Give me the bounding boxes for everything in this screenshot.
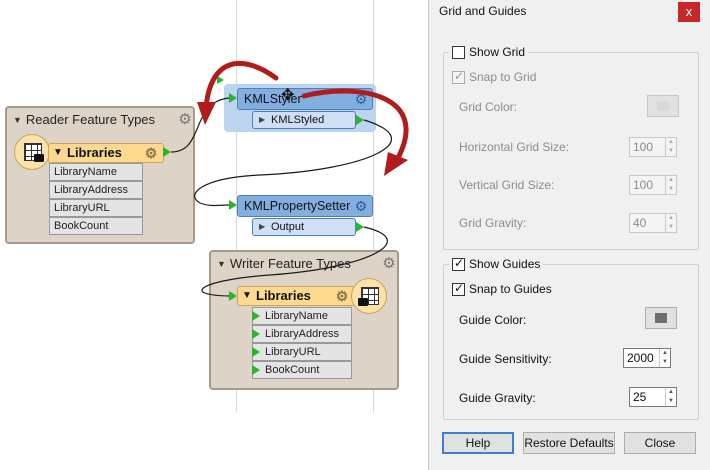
guide-gravity-label: Guide Gravity: [459, 391, 536, 405]
collapse-triangle-icon[interactable]: ▼ [13, 115, 22, 125]
table-icon [351, 278, 387, 314]
writer-feature-type-header[interactable]: ▼Libraries ⚙ [237, 286, 355, 306]
kmlstyler-input-port[interactable] [229, 93, 237, 103]
checkbox-box[interactable] [452, 256, 465, 271]
reader-attribute[interactable]: LibraryName [49, 163, 143, 181]
attribute-port-icon[interactable] [252, 329, 260, 339]
spinner-arrows-icon[interactable]: ▲▼ [665, 388, 676, 406]
move-cursor-icon: ✥ [281, 87, 295, 104]
guide-sensitivity-spinner[interactable]: 2000▲▼ [623, 348, 671, 368]
reader-attribute[interactable]: LibraryAddress [49, 181, 143, 199]
writer-arrow-icon [358, 298, 368, 306]
writer-attribute[interactable]: BookCount [252, 361, 352, 379]
reader-attribute[interactable]: BookCount [49, 217, 143, 235]
expand-triangle-icon[interactable]: ▶ [259, 222, 266, 231]
output-connector[interactable] [356, 222, 364, 232]
kmlpropertysetter-transformer[interactable]: KMLPropertySetter ⚙ [237, 195, 373, 217]
gear-icon[interactable]: ⚙ [354, 198, 368, 214]
close-button[interactable]: Close [624, 432, 696, 454]
attribute-port-icon[interactable] [252, 347, 260, 357]
checkbox-box[interactable] [452, 281, 465, 296]
kmlstyled-output-connector[interactable] [356, 115, 364, 125]
dialog-title: Grid and Guides [439, 4, 527, 18]
close-icon[interactable]: x [678, 2, 700, 22]
writer-attribute[interactable]: LibraryAddress [252, 325, 352, 343]
reader-feature-type-header[interactable]: ▼Libraries ⚙ [48, 143, 164, 163]
spinner-arrows-icon[interactable]: ▲▼ [659, 349, 670, 367]
help-button[interactable]: Help [442, 432, 514, 454]
collapse-triangle-icon[interactable]: ▼ [242, 290, 252, 301]
annotation-arrowhead [197, 102, 216, 125]
checkbox-box[interactable] [452, 45, 465, 59]
guide-color-label: Guide Color: [459, 313, 527, 327]
bookmark-title: ▼Reader Feature Types [13, 112, 156, 127]
bookmark-title: ▼Writer Feature Types [217, 256, 351, 271]
gear-icon[interactable]: ⚙ [144, 145, 158, 161]
guides-group [443, 264, 699, 420]
writer-attribute[interactable]: LibraryURL [252, 343, 352, 361]
expand-triangle-icon[interactable]: ▶ [259, 115, 266, 124]
guide-sensitivity-label: Guide Sensitivity: [459, 352, 552, 366]
restore-defaults-button[interactable]: Restore Defaults [523, 432, 615, 454]
guide-color-button[interactable] [645, 307, 677, 329]
attribute-port-icon[interactable] [252, 311, 260, 321]
writer-attribute[interactable]: LibraryName [252, 307, 352, 325]
reader-arrow-icon [34, 154, 44, 162]
collapse-triangle-icon[interactable]: ▼ [217, 259, 226, 269]
kmlstyler-output-port[interactable]: ▶KMLStyled [252, 111, 356, 129]
grid-color-button[interactable] [647, 95, 679, 117]
gear-icon[interactable]: ⚙ [335, 288, 349, 304]
collapse-triangle-icon[interactable]: ▼ [53, 147, 63, 158]
attribute-port-icon[interactable] [252, 365, 260, 375]
gear-icon[interactable]: ⚙ [382, 255, 396, 272]
annotation-arrowhead [384, 152, 408, 176]
kmlstyler-transformer[interactable]: KMLStyler ⚙ [237, 88, 373, 110]
grid-color-label: Grid Color: [459, 100, 518, 114]
snap-to-guides-checkbox[interactable]: Snap to Guides [452, 281, 552, 296]
gear-icon[interactable]: ⚙ [354, 91, 368, 107]
kmlpropertysetter-input-port[interactable] [229, 200, 237, 210]
reader-output-port[interactable] [163, 147, 171, 157]
color-swatch [655, 313, 667, 323]
reader-attribute[interactable]: LibraryURL [49, 199, 143, 217]
kmlpropertysetter-output-port[interactable]: ▶Output [252, 218, 356, 236]
snap-to-grid-checkbox[interactable]: Snap to Grid [452, 69, 536, 84]
grid-gravity-label: Grid Gravity: [459, 216, 527, 230]
spinner-arrows-icon[interactable]: ▲▼ [665, 176, 676, 194]
horizontal-grid-size-label: Horizontal Grid Size: [459, 140, 570, 154]
spinner-arrows-icon[interactable]: ▲▼ [665, 214, 676, 232]
color-swatch [657, 101, 669, 111]
gear-icon[interactable]: ⚙ [178, 111, 192, 128]
grid-and-guides-dialog: Grid and Guides x Show Grid Snap to Grid… [428, 0, 710, 470]
writer-input-port[interactable] [229, 291, 237, 301]
transformer-name: KMLPropertySetter [244, 199, 351, 213]
small-marker-icon [217, 76, 224, 84]
checkbox-box[interactable] [452, 69, 465, 84]
horizontal-grid-size-spinner[interactable]: 100▲▼ [629, 137, 677, 157]
grid-gravity-spinner[interactable]: 40▲▼ [629, 213, 677, 233]
show-guides-checkbox[interactable]: Show Guides [449, 256, 544, 271]
grid-group [443, 52, 699, 250]
vertical-grid-size-label: Vertical Grid Size: [459, 178, 555, 192]
spinner-arrows-icon[interactable]: ▲▼ [665, 138, 676, 156]
vertical-grid-size-spinner[interactable]: 100▲▼ [629, 175, 677, 195]
connection-line [194, 119, 392, 207]
guide-gravity-spinner[interactable]: 25▲▼ [629, 387, 677, 407]
table-icon [14, 134, 50, 170]
show-grid-checkbox[interactable]: Show Grid [449, 45, 529, 59]
workspace-canvas[interactable]: ▼Reader Feature Types ⚙ ▼Libraries ⚙ Lib… [0, 0, 428, 470]
